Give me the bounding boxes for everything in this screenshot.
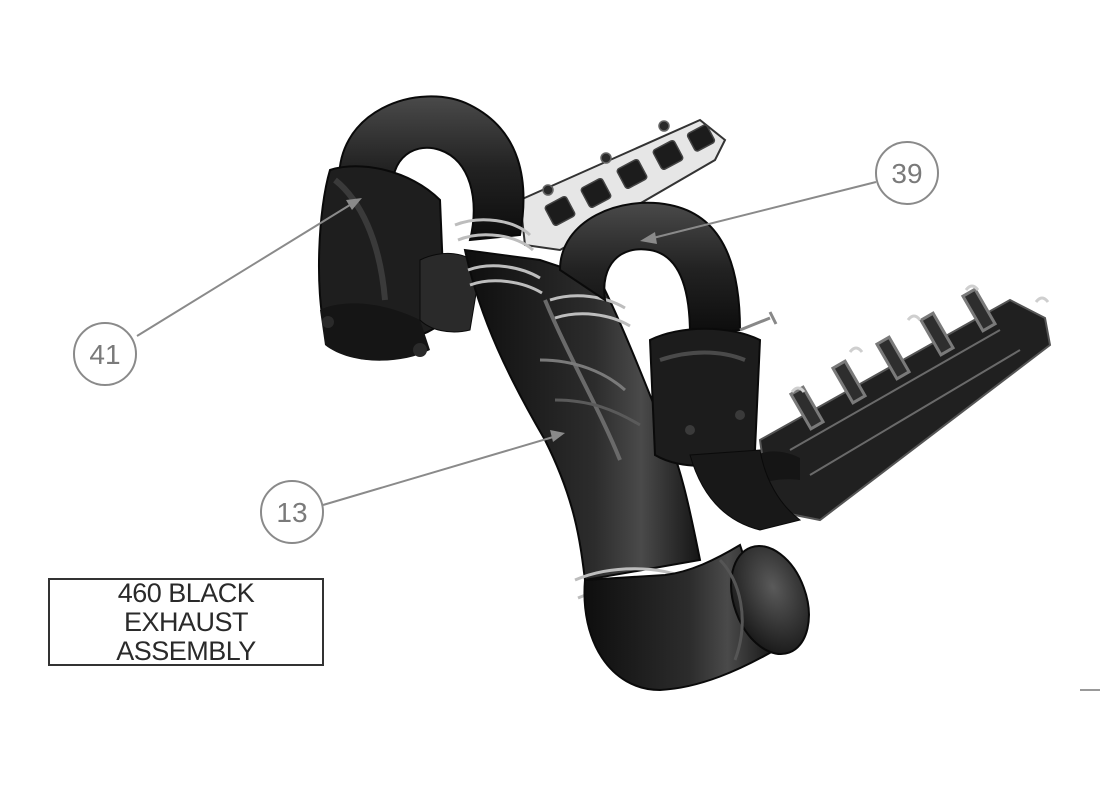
leader-arrow-39 [640, 232, 657, 244]
leader-arrow-41 [346, 198, 362, 210]
leader-line-13 [322, 434, 561, 506]
title-line-2: EXHAUST [123, 606, 249, 637]
callout-13: 13 [260, 430, 565, 544]
leader-line-41 [136, 199, 359, 337]
balloon-41-label: 41 [89, 339, 120, 370]
balloon-39 [875, 141, 939, 205]
title-line-1: 460 BLACK [117, 577, 255, 608]
assembly-title-box: 460 BLACK EXHAUST ASSEMBLY [48, 578, 324, 666]
center-y-pipe [454, 218, 702, 600]
callout-41: 41 [73, 198, 362, 386]
left-loop-pipe [318, 95, 525, 361]
balloon-13 [260, 480, 324, 544]
balloon-41 [73, 322, 137, 386]
right-exhaust-manifold [750, 284, 1052, 522]
right-loop-pipe [558, 201, 802, 531]
title-line-3: ASSEMBLY [116, 635, 256, 666]
outlet-elbow [583, 543, 810, 692]
leader-arrow-13 [550, 430, 565, 442]
leader-line-39 [644, 181, 877, 241]
balloon-13-label: 13 [276, 497, 307, 528]
balloon-39-label: 39 [891, 158, 922, 189]
callout-39: 39 [640, 141, 939, 244]
